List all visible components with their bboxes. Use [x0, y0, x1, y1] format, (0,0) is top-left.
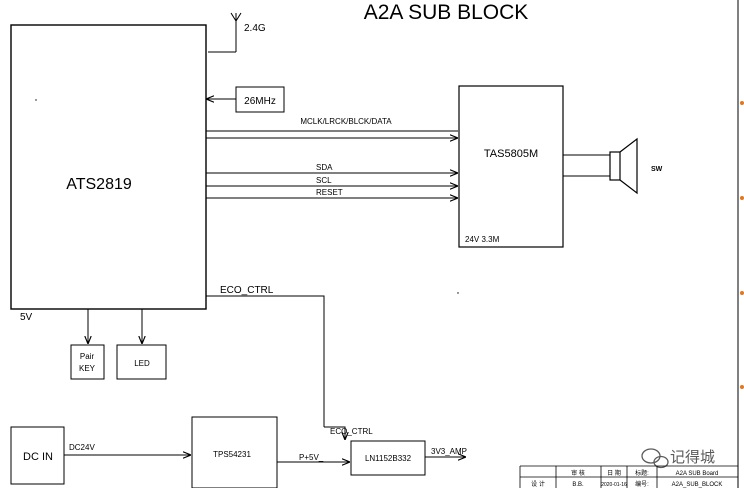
title-block-row-4: A2A_SUB_BLOCK — [672, 482, 723, 488]
ldo-block — [350, 440, 426, 476]
amp-label: TAS5805M — [484, 148, 538, 160]
watermark-text: 记得城 — [670, 448, 715, 466]
sda-label: SDA — [316, 163, 333, 172]
crystal-label: 26MHz — [244, 96, 276, 107]
title-block-header-1: 日 期 — [607, 469, 621, 477]
title-block-header-3: A2A SUB Board — [676, 471, 719, 477]
chat-bubble-icon — [641, 448, 669, 469]
dc24v-label: DC24V — [69, 443, 95, 452]
title-block-row-2: 2020-01-16 — [601, 482, 627, 488]
title-block-row-0: 设 计 — [531, 480, 545, 488]
stray-dot — [35, 99, 37, 101]
amp-block — [458, 85, 564, 248]
antenna-label: 2.4G — [244, 23, 266, 34]
title-block — [519, 465, 738, 488]
pair-key-block — [70, 344, 105, 380]
tps-block — [191, 416, 278, 488]
stray-dot — [457, 292, 459, 294]
eco-ctrl-top-label: ECO_CTRL — [220, 285, 274, 296]
speaker-icon — [609, 137, 638, 195]
led-block — [116, 344, 167, 380]
dcin-label: DC IN — [23, 451, 53, 463]
eco-ctrl-bottom-label: ECO_CTRL — [330, 427, 373, 436]
title-block-header-0: 审 核 — [571, 469, 585, 477]
p5v-label: P+5V_ — [299, 453, 324, 462]
title-block-header-2: 标题: — [635, 469, 649, 477]
antenna-icon — [208, 12, 242, 53]
eco-ctrl-wire — [206, 295, 325, 427]
amp-voltages: 24V 3.3M — [465, 235, 500, 244]
title-block-row-1: B.B. — [572, 482, 584, 488]
led-label: LED — [134, 359, 150, 368]
watermark: 记得城 — [641, 448, 715, 469]
v3amp-label: 3V3_AMP — [431, 447, 467, 456]
soc-block — [10, 24, 207, 310]
reset-label: RESET — [316, 188, 343, 197]
soc-voltage: 5V — [20, 312, 33, 323]
tps-label: TPS54231 — [213, 450, 251, 459]
speaker-label: SW — [651, 166, 663, 173]
soc-label: ATS2819 — [66, 176, 132, 193]
pair-key-line1: Pair — [80, 352, 95, 361]
pair-key-line2: KEY — [79, 364, 96, 373]
eco-ctrl-arrow — [324, 426, 345, 440]
scl-label: SCL — [316, 176, 332, 185]
i2s-label: MCLK/LRCK/BLCK/DATA — [300, 117, 392, 126]
ldo-label: LN1152B332 — [365, 454, 412, 463]
title-block-row-3: 编号: — [635, 480, 649, 488]
frame-markers — [740, 101, 744, 389]
diagram-title: A2A SUB BLOCK — [364, 1, 529, 24]
